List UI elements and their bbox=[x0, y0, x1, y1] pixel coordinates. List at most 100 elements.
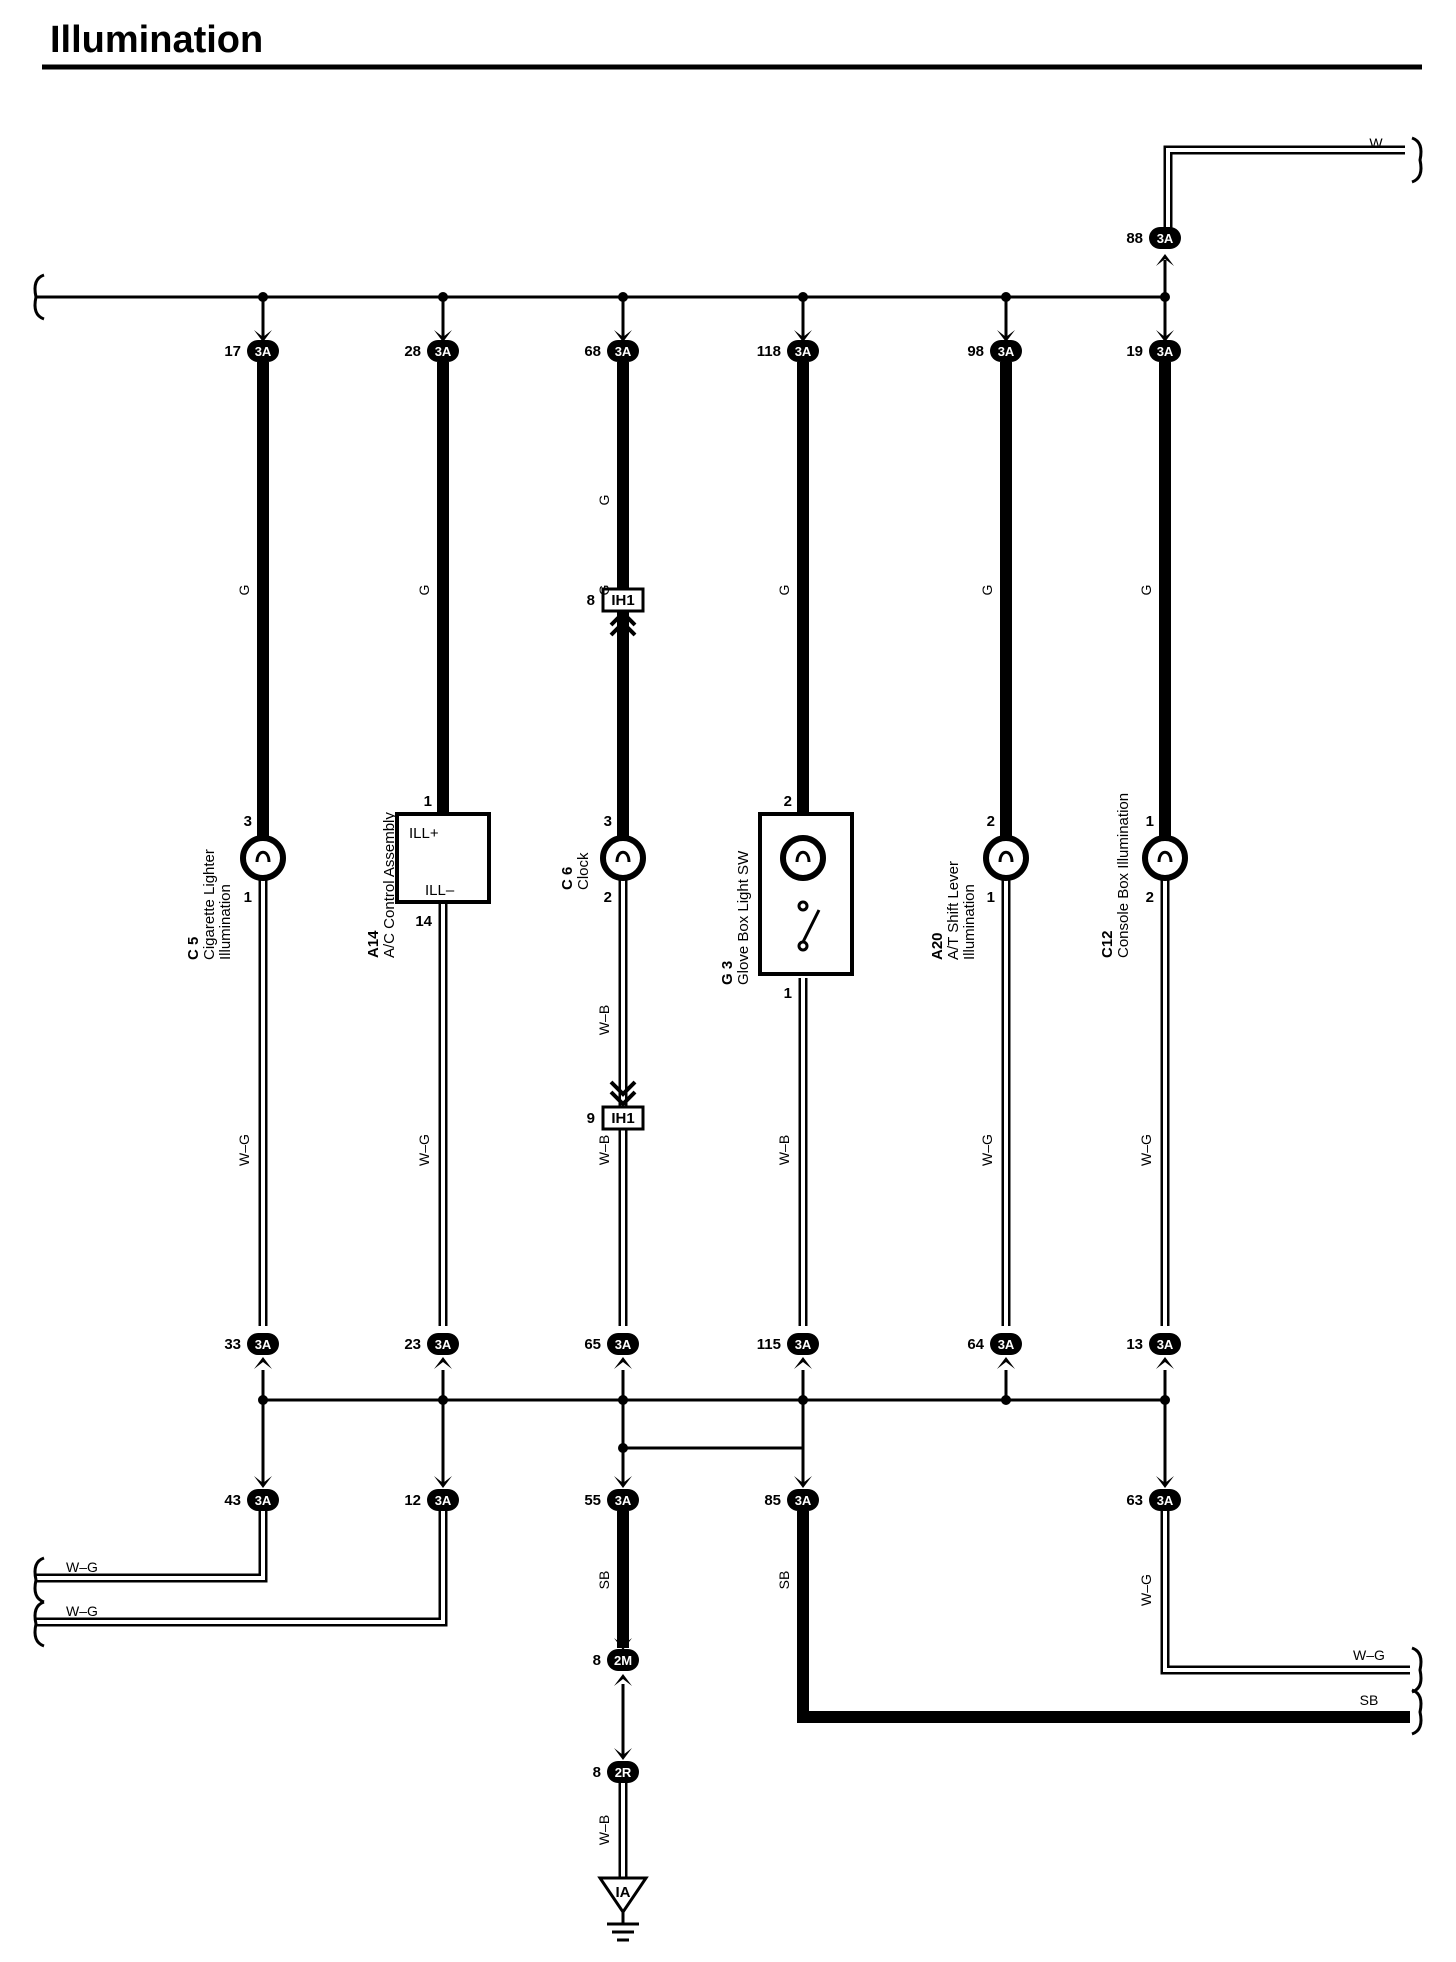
ac-control-code: A14 bbox=[365, 930, 382, 958]
branch-2-top-pin-number: 28 bbox=[404, 343, 421, 360]
branch-1-bottom-connector bbox=[247, 1333, 279, 1355]
cigarette-lighter-name-2: Illumination bbox=[217, 884, 234, 960]
clock-filament-icon bbox=[615, 850, 631, 863]
branch-4-top-connector-code: 3A bbox=[795, 344, 812, 359]
out43-wire-core bbox=[36, 1511, 265, 1580]
ac-pin-out: 14 bbox=[415, 913, 432, 930]
conn-2m-connector bbox=[607, 1649, 639, 1671]
cigarette-lighter-filament-icon bbox=[255, 850, 271, 863]
left-bus-brace bbox=[33, 273, 45, 321]
branch-5-bottom-connector-code: 3A bbox=[998, 1337, 1015, 1352]
console-pin-out: 2 bbox=[1146, 889, 1154, 906]
branch-6-bottom-pin-number: 13 bbox=[1126, 1336, 1143, 1353]
out43-connector-code: 3A bbox=[255, 1493, 272, 1508]
branch-2-bus-dot bbox=[438, 292, 448, 302]
out12-arrow-icon bbox=[434, 1476, 452, 1488]
out63-arrow-icon bbox=[1156, 1476, 1174, 1488]
conn-2m-connector-code: 2M bbox=[614, 1653, 632, 1668]
clock-bottom-junction-pin: 9 bbox=[587, 1110, 595, 1127]
console-name: Console Box Illumination bbox=[1115, 793, 1132, 958]
out85-connector bbox=[787, 1489, 819, 1511]
branch-4-bottom-connector-code: 3A bbox=[795, 1337, 812, 1352]
branch-4-bus-dot bbox=[798, 292, 808, 302]
glove-box-switch-contact-top bbox=[797, 900, 809, 912]
clock-bottom-chevron-icon bbox=[609, 1080, 637, 1107]
sb-right-label: SB bbox=[1360, 1692, 1379, 1708]
out85-wire-label: SB bbox=[776, 1571, 792, 1590]
clock-pin-out: 2 bbox=[604, 889, 612, 906]
page-title: Illumination bbox=[50, 19, 263, 61]
branch-1-upper-wire-label: G bbox=[236, 585, 252, 596]
top-feed-connector-code: 3A bbox=[1157, 231, 1174, 246]
branch-6-bus-dot bbox=[1160, 292, 1170, 302]
shift-lever-lamp-icon bbox=[983, 835, 1029, 881]
top-feed-wire bbox=[1163, 145, 1405, 228]
cigarette-lighter-lamp-icon bbox=[240, 835, 286, 881]
glove-box-switch-lever-icon bbox=[801, 909, 821, 943]
glove-box-pin-out: 1 bbox=[784, 985, 792, 1002]
console-box-lamp-icon bbox=[1142, 835, 1188, 881]
clock-pin-in: 3 bbox=[604, 813, 612, 830]
branch-4-top-connector bbox=[787, 340, 819, 362]
branch-5-top-connector bbox=[990, 340, 1022, 362]
branch-3-top-connector-code: 3A bbox=[615, 344, 632, 359]
branch-1-top-pin-number: 17 bbox=[224, 343, 241, 360]
branch-2-bottom-arrow-icon bbox=[434, 1357, 452, 1369]
branch-4-upper-wire-label: G bbox=[776, 585, 792, 596]
out85-arrow-icon bbox=[794, 1476, 812, 1488]
out63-right-label: W–G bbox=[1353, 1647, 1385, 1663]
branch-3-return-dot bbox=[618, 1395, 628, 1405]
conn-2r-connector-code: 2R bbox=[615, 1765, 632, 1780]
clock-bottom-junction-box bbox=[601, 1105, 645, 1131]
top-feed-pin-number: 88 bbox=[1126, 230, 1143, 247]
branch-3-bottom-connector-code: 3A bbox=[615, 1337, 632, 1352]
branch-3-bottom-connector bbox=[607, 1333, 639, 1355]
branch-5-bottom-arrow-icon bbox=[997, 1357, 1015, 1369]
branch-1-bottom-connector-code: 3A bbox=[255, 1337, 272, 1352]
conn-2r-connector bbox=[607, 1761, 639, 1783]
cigarette-lighter-code: C 5 bbox=[185, 937, 202, 960]
sb-right-brace bbox=[1411, 1688, 1423, 1736]
out63-wire-core bbox=[1163, 1511, 1410, 1672]
branch-6-bottom-connector bbox=[1149, 1333, 1181, 1355]
branch-6-lower-wire-label: W–G bbox=[1138, 1134, 1154, 1166]
out12-brace bbox=[33, 1600, 45, 1648]
branch-6-top-pin-number: 19 bbox=[1126, 343, 1143, 360]
out85-pin-number: 85 bbox=[764, 1492, 781, 1509]
branch-4-return-dot bbox=[798, 1395, 808, 1405]
branch-3-bus-dot bbox=[618, 292, 628, 302]
branch-1-top-connector-code: 3A bbox=[255, 344, 272, 359]
shift-lever-pin-in: 2 bbox=[987, 813, 995, 830]
branch-6-top-connector bbox=[1149, 340, 1181, 362]
branch-2-top-arrow-icon bbox=[434, 330, 452, 342]
branch-4-bottom-pin-number: 115 bbox=[757, 1336, 781, 1353]
ac-control-name: A/C Control Assembly bbox=[381, 812, 398, 958]
wires bbox=[36, 145, 1410, 1942]
out12-pin-number: 12 bbox=[404, 1492, 421, 1509]
branch-6-top-connector-code: 3A bbox=[1157, 344, 1174, 359]
out85-wire bbox=[797, 1511, 1410, 1723]
branch-5-bottom-pin-number: 64 bbox=[967, 1336, 984, 1353]
out55-pin-number: 55 bbox=[584, 1492, 601, 1509]
out55-connector-code: 3A bbox=[615, 1493, 632, 1508]
out12-wire-core bbox=[36, 1511, 445, 1624]
out63-connector-code: 3A bbox=[1157, 1493, 1174, 1508]
branch-1-bottom-pin-number: 33 bbox=[224, 1336, 241, 1353]
branch-3-bottom-arrow-icon bbox=[614, 1357, 632, 1369]
clock-lamp-icon bbox=[600, 835, 646, 881]
ac-control-assembly-box bbox=[395, 812, 491, 904]
glove-box-light-filament-icon bbox=[795, 850, 811, 863]
out43-connector bbox=[247, 1489, 279, 1511]
branch-3-top-pin-number: 68 bbox=[584, 343, 601, 360]
out55-connector bbox=[607, 1489, 639, 1511]
top-feed-wire-core bbox=[1166, 148, 1405, 228]
console-box-filament-icon bbox=[1157, 850, 1173, 863]
clock-upper-wire-label-2: G bbox=[596, 495, 612, 506]
branch-6-bottom-arrow-icon bbox=[1156, 1357, 1174, 1369]
branch-2-bottom-connector bbox=[427, 1333, 459, 1355]
out55-wire-label: SB bbox=[596, 1571, 612, 1590]
ac-ill-plus-label: ILL+ bbox=[409, 825, 439, 842]
out43-pin-number: 43 bbox=[224, 1492, 241, 1509]
glove-box-switch-contact-bottom bbox=[797, 940, 809, 952]
